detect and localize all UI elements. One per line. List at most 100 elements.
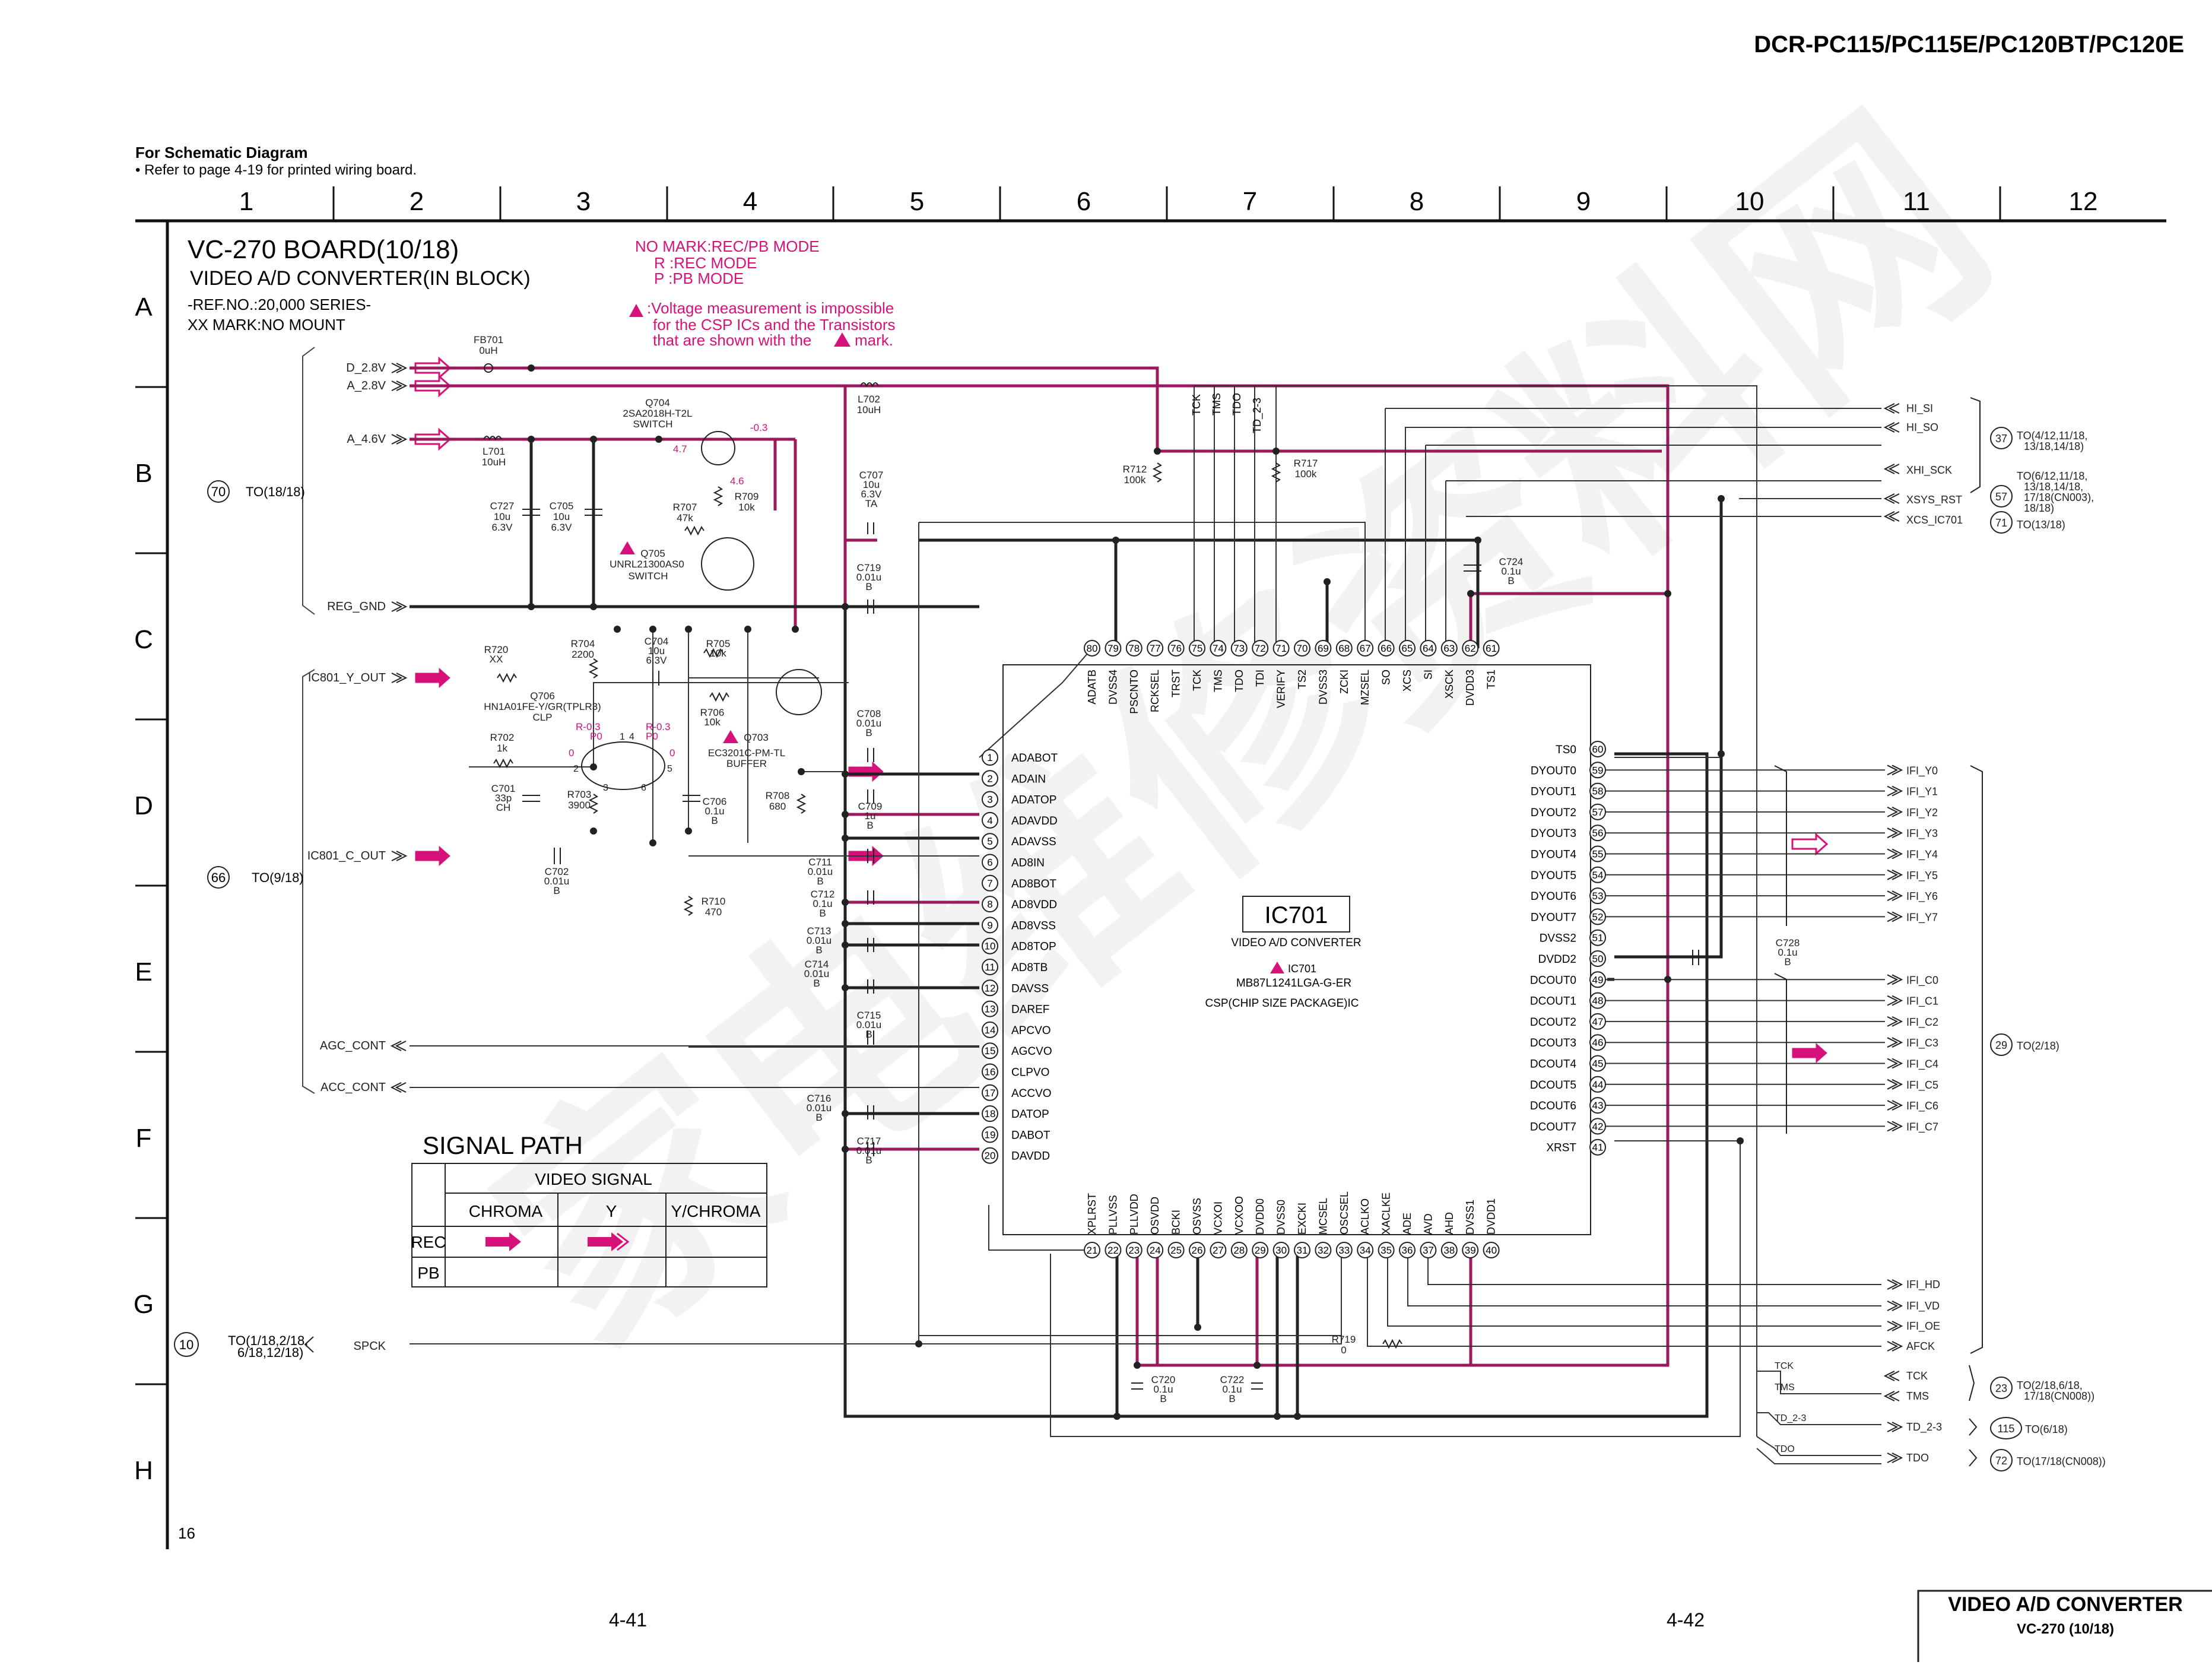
ic-pin-name: AVD (1422, 1213, 1434, 1235)
to-57c: 17/18(CN003), (2024, 491, 2094, 503)
ic-pin-number: 38 (1443, 1245, 1455, 1256)
ic-pin-number: 25 (1170, 1245, 1182, 1256)
conn-ifi-y7: IFI_Y7 (1906, 911, 1938, 924)
ic-pin-56 (1589, 824, 1606, 842)
ic-pin-54 (1589, 866, 1606, 883)
ic-pin-14 (982, 1021, 998, 1038)
to-23b: 17/18(CN008)) (2024, 1390, 2094, 1402)
connector-arrow (1887, 1121, 1903, 1132)
component-labels: FB701 0uH L701 10uH L702 10uH Q704 2SA20… (474, 334, 1800, 1404)
ic-pin-47 (1589, 1013, 1606, 1030)
ic701-part: MB87L1241LGA-G-ER (1236, 977, 1351, 990)
ic-pin-name: PLLVDD (1128, 1194, 1140, 1235)
ic-pin-27 (1210, 1242, 1227, 1258)
lbl-c701w: CH (496, 802, 511, 813)
ic-pin-number: 29 (1255, 1245, 1266, 1256)
ic-pin-23 (1125, 1242, 1143, 1258)
ic-pin-59 (1589, 762, 1606, 779)
ic-pin-50 (1589, 950, 1606, 967)
ic-pin-15 (982, 1042, 998, 1060)
ic-pin-45 (1589, 1055, 1606, 1072)
ic-pin-number: 18 (985, 1108, 996, 1119)
ic-pin-20 (982, 1147, 998, 1164)
conn-afck: AFCK (1906, 1340, 1935, 1352)
lbl-tms-small: TMS (1775, 1382, 1795, 1393)
lbl-c715: C715 (857, 1010, 881, 1021)
lbl-r703v: 3900 (568, 800, 591, 811)
right-connector-arrows (1774, 397, 1983, 1467)
ic-pin-name: DVSS4 (1107, 670, 1119, 705)
ic-pin-41 (1589, 1138, 1606, 1156)
to-70: TO(18/18) (246, 484, 305, 499)
ic-pin-71 (1272, 640, 1290, 657)
ic-pin-17 (982, 1084, 998, 1101)
ic-pin-number: 3 (987, 794, 992, 805)
top-td23: TD_2-3 (1251, 398, 1264, 433)
ic-pin-number: 12 (985, 982, 996, 994)
ic-pin-name: XPLRST (1086, 1193, 1098, 1235)
ic-pin-number: 23 (1128, 1245, 1140, 1256)
ic-pin-43 (1589, 1097, 1606, 1114)
conn-ifi-y3: IFI_Y3 (1906, 827, 1938, 840)
conn-y-out: IC801_Y_OUT (308, 671, 386, 684)
ic-pin-name: VERIFY (1275, 670, 1287, 708)
ic-pin-63 (1440, 640, 1458, 657)
ic-pin-number: 47 (1592, 1016, 1604, 1027)
warning-triangle-icon (1270, 962, 1284, 973)
lbl-c705: C705 (550, 500, 574, 512)
ic-pin-53 (1589, 887, 1606, 905)
conn-a28: A_2.8V (347, 379, 386, 392)
ic-pin-name: TCK (1191, 670, 1203, 691)
to-57a: TO(6/12,11/18, (2017, 470, 2087, 482)
warning-triangle-icon (834, 332, 850, 347)
conn-ifi-hd: IFI_HD (1906, 1279, 1940, 1291)
lbl-tck-small: TCK (1775, 1361, 1794, 1371)
legend-chroma: CHROMA (469, 1202, 543, 1220)
left-brace-2 (302, 669, 315, 1094)
lbl-r704: R704 (571, 638, 595, 649)
connector-arrow (1887, 765, 1903, 776)
mode-notes: NO MARK:REC/PB MODE R :REC MODE P :PB MO… (629, 237, 895, 349)
ic-pin-number: 62 (1465, 643, 1476, 654)
lbl-c704: C704 (645, 636, 669, 647)
connector-arrow (1887, 848, 1903, 860)
grid-row-labels: A B C D E F G H (134, 293, 154, 1485)
volt-p0b: P0 (646, 731, 658, 742)
lbl-r707: R707 (673, 502, 697, 513)
connector-arrow (1887, 827, 1903, 839)
ic-pin-number: 60 (1592, 744, 1604, 755)
ic-pin-78 (1125, 640, 1143, 657)
lbl-c727v: 10u (494, 511, 510, 522)
conn-xsys-rst: XSYS_RST (1906, 494, 1962, 506)
ic-pin-number: 31 (1297, 1245, 1308, 1256)
lbl-c707v: 10u (863, 479, 880, 490)
to-72: TO(17/18(CN008)) (2017, 1455, 2106, 1467)
lbl-r706: R706 (700, 707, 725, 718)
connector-arrow (1887, 911, 1903, 922)
connector-arrow (1887, 890, 1903, 901)
ic-pin-number: 44 (1592, 1079, 1604, 1090)
conn-ifi-y4: IFI_Y4 (1906, 849, 1938, 861)
to-115: TO(6/18) (2025, 1423, 2068, 1435)
ic-pin-number: 56 (1592, 827, 1604, 839)
ic-pin-name: DYOUT7 (1531, 911, 1576, 924)
lbl-r712: R712 (1123, 464, 1147, 475)
lbl-c716v: 0.01u (807, 1102, 832, 1114)
lbl-q704: Q704 (645, 397, 670, 408)
ref-57: 57 (1995, 491, 2007, 503)
ic-pin-name: DCOUT6 (1530, 1100, 1576, 1112)
lbl-fb701: FB701 (474, 334, 503, 345)
ic-pin-name: APCVO (1011, 1025, 1051, 1037)
lbl-c728: C728 (1776, 937, 1800, 949)
ic-pin-28 (1230, 1242, 1248, 1258)
ic-pin-number: 8 (987, 899, 992, 910)
q706-pin-6: 6 (641, 783, 646, 793)
volt-4.7: 4.7 (673, 443, 687, 455)
col-10: 10 (1735, 187, 1764, 216)
ic-pin-number: 41 (1592, 1142, 1604, 1153)
volt-p0a: P0 (590, 731, 602, 742)
ic-pin-number: 70 (1297, 643, 1308, 654)
ic-pin-name: PSCNTO (1128, 670, 1140, 714)
row-g: G (134, 1290, 154, 1319)
